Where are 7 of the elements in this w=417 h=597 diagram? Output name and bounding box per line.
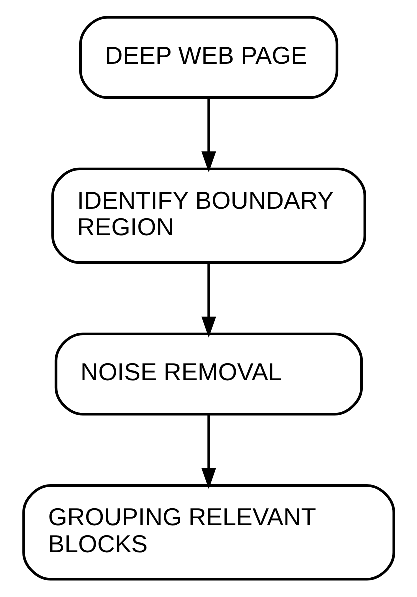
node-box: IDENTIFY BOUNDARY REGION <box>51 168 366 264</box>
arrow <box>201 98 216 173</box>
arrow <box>201 264 216 338</box>
arrow <box>201 414 216 490</box>
node-box: DEEP WEB PAGE <box>78 16 338 100</box>
node-box: NOISE REMOVAL <box>54 332 363 416</box>
node-box: GROUPING RELEVANT BLOCKS <box>22 484 395 581</box>
